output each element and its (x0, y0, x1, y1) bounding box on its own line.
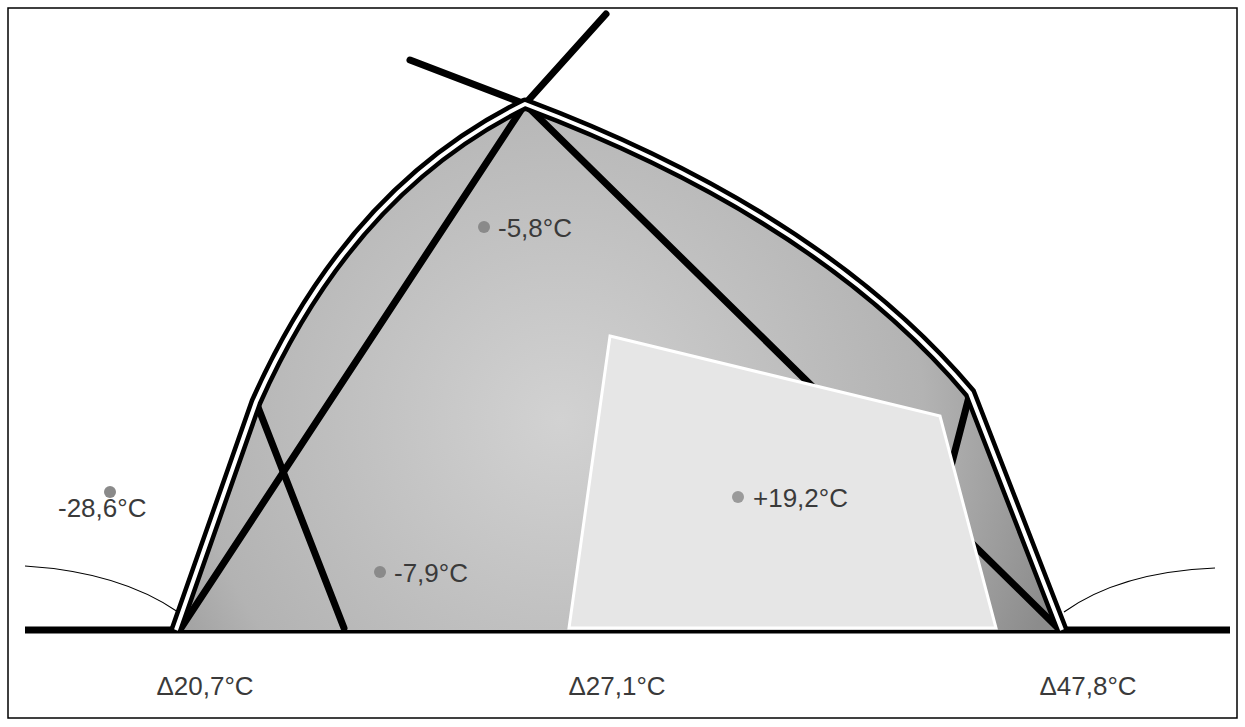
snow-mound (25, 566, 178, 612)
tent-pole (525, 104, 1058, 628)
tent-pole (181, 104, 525, 628)
tent-pole (256, 402, 344, 628)
measure-dot (374, 566, 386, 578)
temperature-difference: Δ27,1°C (568, 672, 665, 701)
temperature-reading: -28,6°C (58, 494, 146, 523)
measure-dot (732, 491, 744, 503)
snow-mound (1064, 568, 1215, 612)
tent-pole (950, 393, 970, 470)
tent-wall (176, 104, 1062, 630)
sleeping-area-fill (569, 336, 996, 628)
temperature-difference: Δ20,7°C (156, 672, 253, 701)
sleeping-area-outline (565, 330, 1000, 630)
tent-fill (176, 104, 1062, 630)
temperature-reading: +19,2°C (753, 484, 848, 513)
measure-dot (478, 221, 490, 233)
sleeping-area: +19,2°C (565, 330, 1000, 630)
tent-wall-gap (176, 104, 1062, 630)
frame (8, 8, 1237, 718)
tent-shell: +19,2°C -5,8°C -7,9°C (160, 90, 1080, 635)
temperature-reading: -5,8°C (498, 214, 572, 243)
tent-pole (410, 14, 606, 104)
temperature-difference: Δ47,8°C (1039, 672, 1136, 701)
temperature-reading: -7,9°C (394, 559, 468, 588)
